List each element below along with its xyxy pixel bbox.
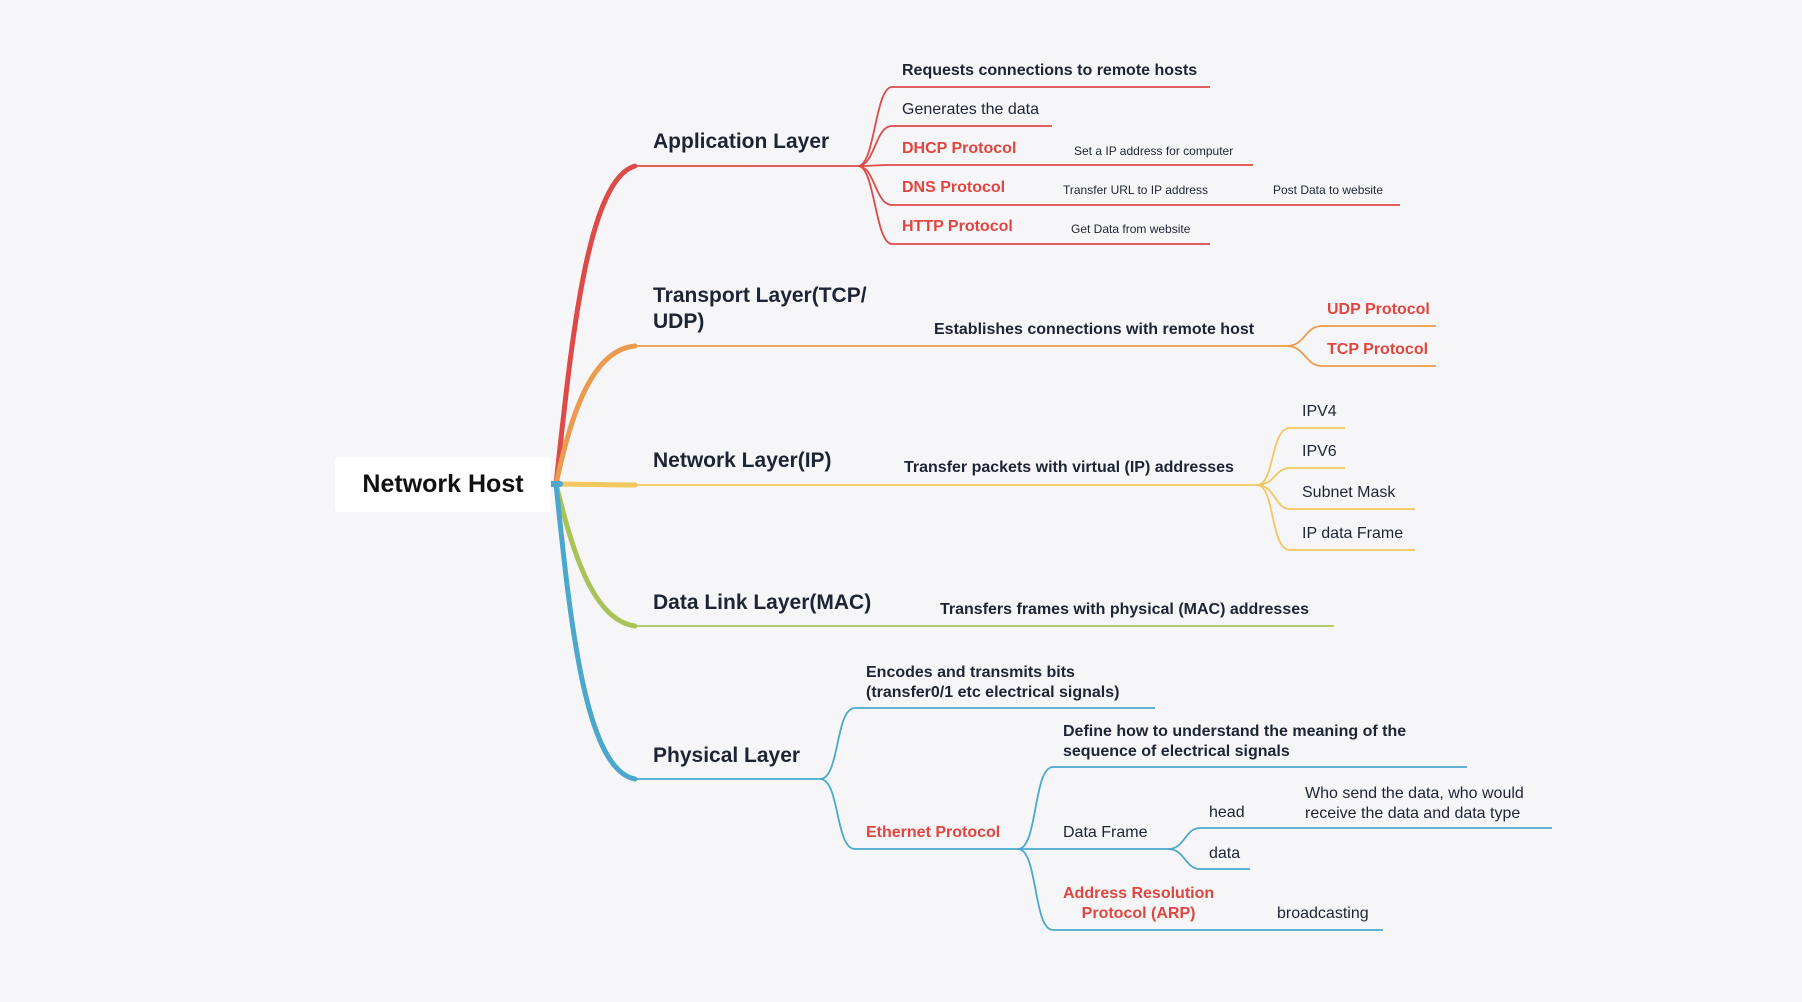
encodes-node[interactable]: Encodes and transmits bits (transfer0/1 … bbox=[866, 663, 1119, 703]
transport-label-line2: UDP) bbox=[653, 310, 705, 334]
arp-line2: Protocol (ARP) bbox=[1081, 905, 1196, 922]
define-line2: sequence of electrical signals bbox=[1063, 743, 1290, 760]
generates-node[interactable]: Generates the data bbox=[902, 101, 1039, 118]
network-item[interactable]: IPV6 bbox=[1302, 443, 1337, 460]
data-node[interactable]: data bbox=[1209, 845, 1241, 862]
branch-physical bbox=[553, 481, 638, 782]
head-note-node[interactable]: Who send the data, who would receive the… bbox=[1305, 784, 1524, 824]
encodes-line1: Encodes and transmits bits bbox=[866, 664, 1075, 681]
branch-application bbox=[553, 163, 638, 487]
head-note-line1: Who send the data, who would bbox=[1305, 785, 1524, 802]
datalink-desc-node[interactable]: Transfers frames with physical (MAC) add… bbox=[940, 601, 1310, 618]
physical-layer-node[interactable]: Physical Layer bbox=[653, 744, 801, 767]
network-desc-node[interactable]: Transfer packets with virtual (IP) addre… bbox=[904, 459, 1234, 476]
udp-node[interactable]: UDP Protocol bbox=[1327, 301, 1430, 318]
branch-transport bbox=[553, 343, 638, 487]
ethernet-node[interactable]: Ethernet Protocol bbox=[866, 824, 1001, 841]
head-node[interactable]: head bbox=[1209, 804, 1245, 821]
branch-datalink bbox=[553, 481, 638, 629]
data-frame-node[interactable]: Data Frame bbox=[1063, 824, 1148, 841]
dns-note-2[interactable]: Post Data to website bbox=[1273, 183, 1384, 197]
http-node[interactable]: HTTP Protocol bbox=[902, 218, 1013, 235]
dhcp-node[interactable]: DHCP Protocol bbox=[902, 140, 1017, 157]
dns-note[interactable]: Transfer URL to IP address bbox=[1063, 183, 1208, 197]
http-note[interactable]: Get Data from website bbox=[1071, 222, 1191, 236]
head-note-line2: receive the data and data type bbox=[1305, 805, 1521, 822]
network-item[interactable]: IP data Frame bbox=[1302, 525, 1404, 542]
arp-line1: Address Resolution bbox=[1063, 885, 1215, 902]
arp-node[interactable]: Address Resolution Protocol (ARP) bbox=[1063, 884, 1214, 924]
transport-layer-node[interactable]: Transport Layer(TCP/ UDP) bbox=[653, 284, 867, 334]
dhcp-note[interactable]: Set a IP address for computer bbox=[1074, 144, 1234, 158]
requests-node[interactable]: Requests connections to remote hosts bbox=[902, 62, 1198, 79]
encodes-line2: (transfer0/1 etc electrical signals) bbox=[866, 684, 1120, 701]
define-line1: Define how to understand the meaning of … bbox=[1063, 723, 1407, 740]
dns-node[interactable]: DNS Protocol bbox=[902, 179, 1006, 196]
transport-desc-node[interactable]: Establishes connections with remote host bbox=[934, 321, 1255, 338]
root-label: Network Host bbox=[362, 470, 524, 498]
transport-label-line1: Transport Layer(TCP/ bbox=[653, 284, 867, 307]
broadcasting-node[interactable]: broadcasting bbox=[1277, 905, 1369, 922]
network-layer-node[interactable]: Network Layer(IP) bbox=[653, 449, 832, 472]
network-item[interactable]: IPV4 bbox=[1302, 403, 1337, 420]
network-item[interactable]: Subnet Mask bbox=[1302, 484, 1396, 501]
branch-network bbox=[553, 481, 638, 488]
root-node[interactable]: Network Host bbox=[335, 457, 551, 512]
datalink-layer-node[interactable]: Data Link Layer(MAC) bbox=[653, 591, 872, 614]
application-layer-node[interactable]: Application Layer bbox=[653, 130, 830, 153]
define-node[interactable]: Define how to understand the meaning of … bbox=[1063, 722, 1406, 762]
tcp-node[interactable]: TCP Protocol bbox=[1327, 341, 1429, 358]
